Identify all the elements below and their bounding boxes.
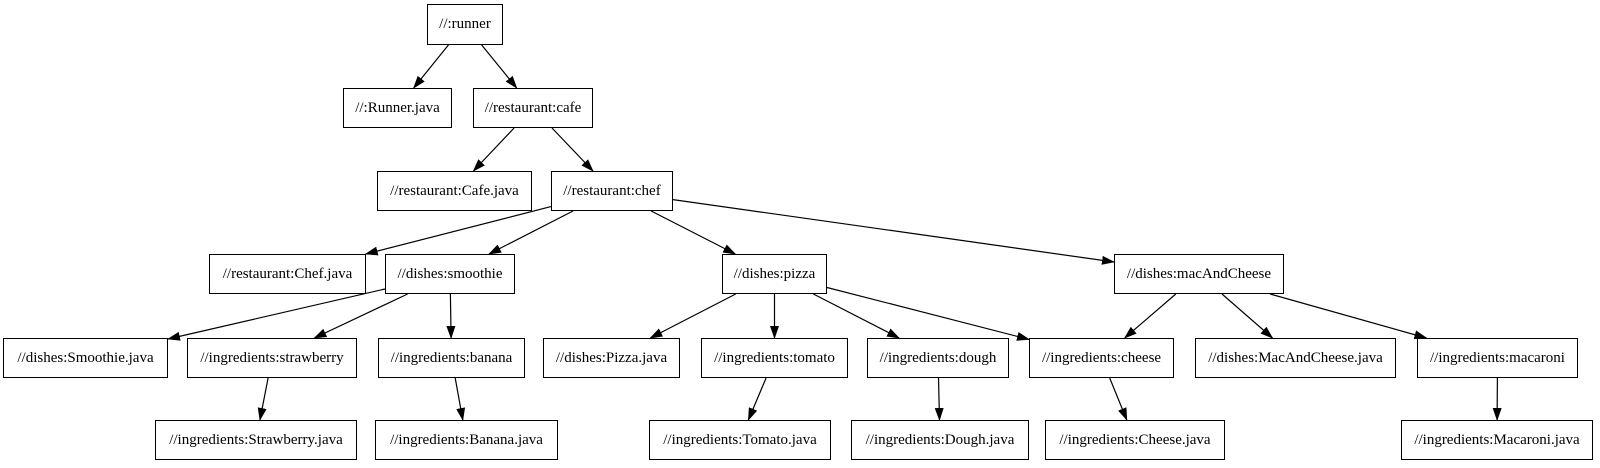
- graph-edge-strawberry-to-strawberry_java: [257, 377, 269, 421]
- graph-node-tomato: //ingredients:tomato: [701, 338, 848, 378]
- graph-node-label: //ingredients:strawberry: [200, 349, 344, 366]
- graph-edge-mac_and_cheese-to-mac_and_cheese_java: [1221, 293, 1274, 339]
- graph-node-dough: //ingredients:dough: [867, 338, 1009, 378]
- graph-edge-runner-to-cafe: [481, 44, 518, 89]
- graph-node-label: //ingredients:Cheese.java: [1059, 431, 1211, 448]
- graph-node-label: //restaurant:chef: [563, 182, 661, 199]
- graph-node-label: //dishes:macAndCheese: [1126, 265, 1272, 282]
- graph-edge-pizza-to-pizza_java: [649, 293, 736, 339]
- graph-edge-cafe-to-cafe_java: [472, 127, 515, 172]
- graph-node-label: //dishes:MacAndCheese.java: [1208, 349, 1383, 366]
- graph-node-label: //:runner: [439, 16, 491, 32]
- graph-node-mac_and_cheese_java: //dishes:MacAndCheese.java: [1195, 338, 1396, 378]
- graph-node-macaroni: //ingredients:macaroni: [1417, 338, 1578, 378]
- graph-node-chef_java: //restaurant:Chef.java: [209, 254, 366, 294]
- graph-node-chef: //restaurant:chef: [551, 171, 673, 211]
- graph-edge-chef-to-smoothie: [488, 210, 574, 255]
- graph-node-banana: //ingredients:banana: [378, 338, 525, 378]
- graph-node-runner_java: //:Runner.java: [343, 88, 452, 128]
- graph-node-cafe_java: //restaurant:Cafe.java: [377, 171, 532, 211]
- graph-node-smoothie: //dishes:smoothie: [385, 254, 515, 294]
- graph-node-label: //ingredients:dough: [879, 349, 997, 366]
- graph-edge-smoothie-to-strawberry: [313, 293, 408, 339]
- graph-node-cheese: //ingredients:cheese: [1029, 338, 1174, 378]
- graph-node-strawberry_java: //ingredients:Strawberry.java: [155, 420, 357, 460]
- graph-node-runner: //:runner: [427, 4, 503, 45]
- graph-node-cafe: //restaurant:cafe: [473, 88, 593, 128]
- graph-node-strawberry: //ingredients:strawberry: [187, 338, 357, 378]
- graph-node-label: //ingredients:Macaroni.java: [1414, 431, 1580, 448]
- graph-node-tomato_java: //ingredients:Tomato.java: [649, 420, 831, 460]
- graph-node-label: //dishes:Pizza.java: [555, 349, 668, 366]
- graph-edge-pizza-to-dough: [813, 293, 900, 339]
- graph-edge-runner-to-runner_java: [413, 44, 449, 89]
- graph-edge-banana-to-banana_java: [454, 377, 466, 421]
- graph-node-label: //ingredients:cheese: [1041, 349, 1162, 366]
- graph-node-label: //ingredients:banana: [390, 349, 513, 366]
- graph-node-label: //restaurant:Cafe.java: [390, 182, 519, 199]
- graph-node-cheese_java: //ingredients:Cheese.java: [1045, 420, 1225, 460]
- graph-edge-smoothie-to-banana: [446, 293, 456, 339]
- graph-node-label: //ingredients:Tomato.java: [663, 431, 817, 448]
- graph-edge-pizza-to-cheese: [826, 286, 1030, 341]
- graph-edge-smoothie-to-smoothie_java: [167, 288, 386, 341]
- graph-edge-tomato-to-tomato_java: [747, 377, 767, 421]
- graph-node-dough_java: //ingredients:Dough.java: [851, 420, 1029, 460]
- graph-node-banana_java: //ingredients:Banana.java: [375, 420, 558, 460]
- graph-edge-mac_and_cheese-to-cheese: [1123, 293, 1177, 339]
- graph-node-pizza: //dishes:pizza: [722, 254, 827, 294]
- graph-edge-chef-to-pizza: [650, 210, 737, 255]
- graph-edge-chef-to-chef_java: [364, 206, 552, 256]
- graph-node-label: //dishes:smoothie: [397, 265, 503, 282]
- graph-edge-cafe-to-chef: [551, 127, 594, 172]
- graph-node-label: //dishes:Smoothie.java: [17, 349, 154, 366]
- graph-node-label: //restaurant:cafe: [484, 99, 582, 116]
- graph-node-pizza_java: //dishes:Pizza.java: [543, 338, 680, 378]
- graph-node-label: //ingredients:tomato: [714, 349, 835, 366]
- graph-edge-mac_and_cheese-to-macaroni: [1269, 293, 1428, 340]
- graph-node-label: //ingredients:Banana.java: [390, 431, 543, 448]
- graph-edge-cheese-to-cheese_java: [1109, 377, 1128, 421]
- graph-node-label: //ingredients:macaroni: [1430, 349, 1565, 366]
- graph-node-label: //ingredients:Dough.java: [865, 431, 1015, 448]
- graph-node-mac_and_cheese: //dishes:macAndCheese: [1114, 254, 1284, 294]
- graph-node-macaroni_java: //ingredients:Macaroni.java: [1401, 420, 1593, 460]
- graph-edge-chef-to-mac_and_cheese: [672, 199, 1115, 265]
- graph-node-label: //:Runner.java: [355, 99, 440, 116]
- graph-node-label: //dishes:pizza: [733, 265, 816, 282]
- graph-edge-dough-to-dough_java: [934, 377, 944, 421]
- graph-node-label: //restaurant:Chef.java: [222, 265, 353, 282]
- graph-node-smoothie_java: //dishes:Smoothie.java: [3, 338, 168, 378]
- graph-node-label: //ingredients:Strawberry.java: [169, 431, 343, 448]
